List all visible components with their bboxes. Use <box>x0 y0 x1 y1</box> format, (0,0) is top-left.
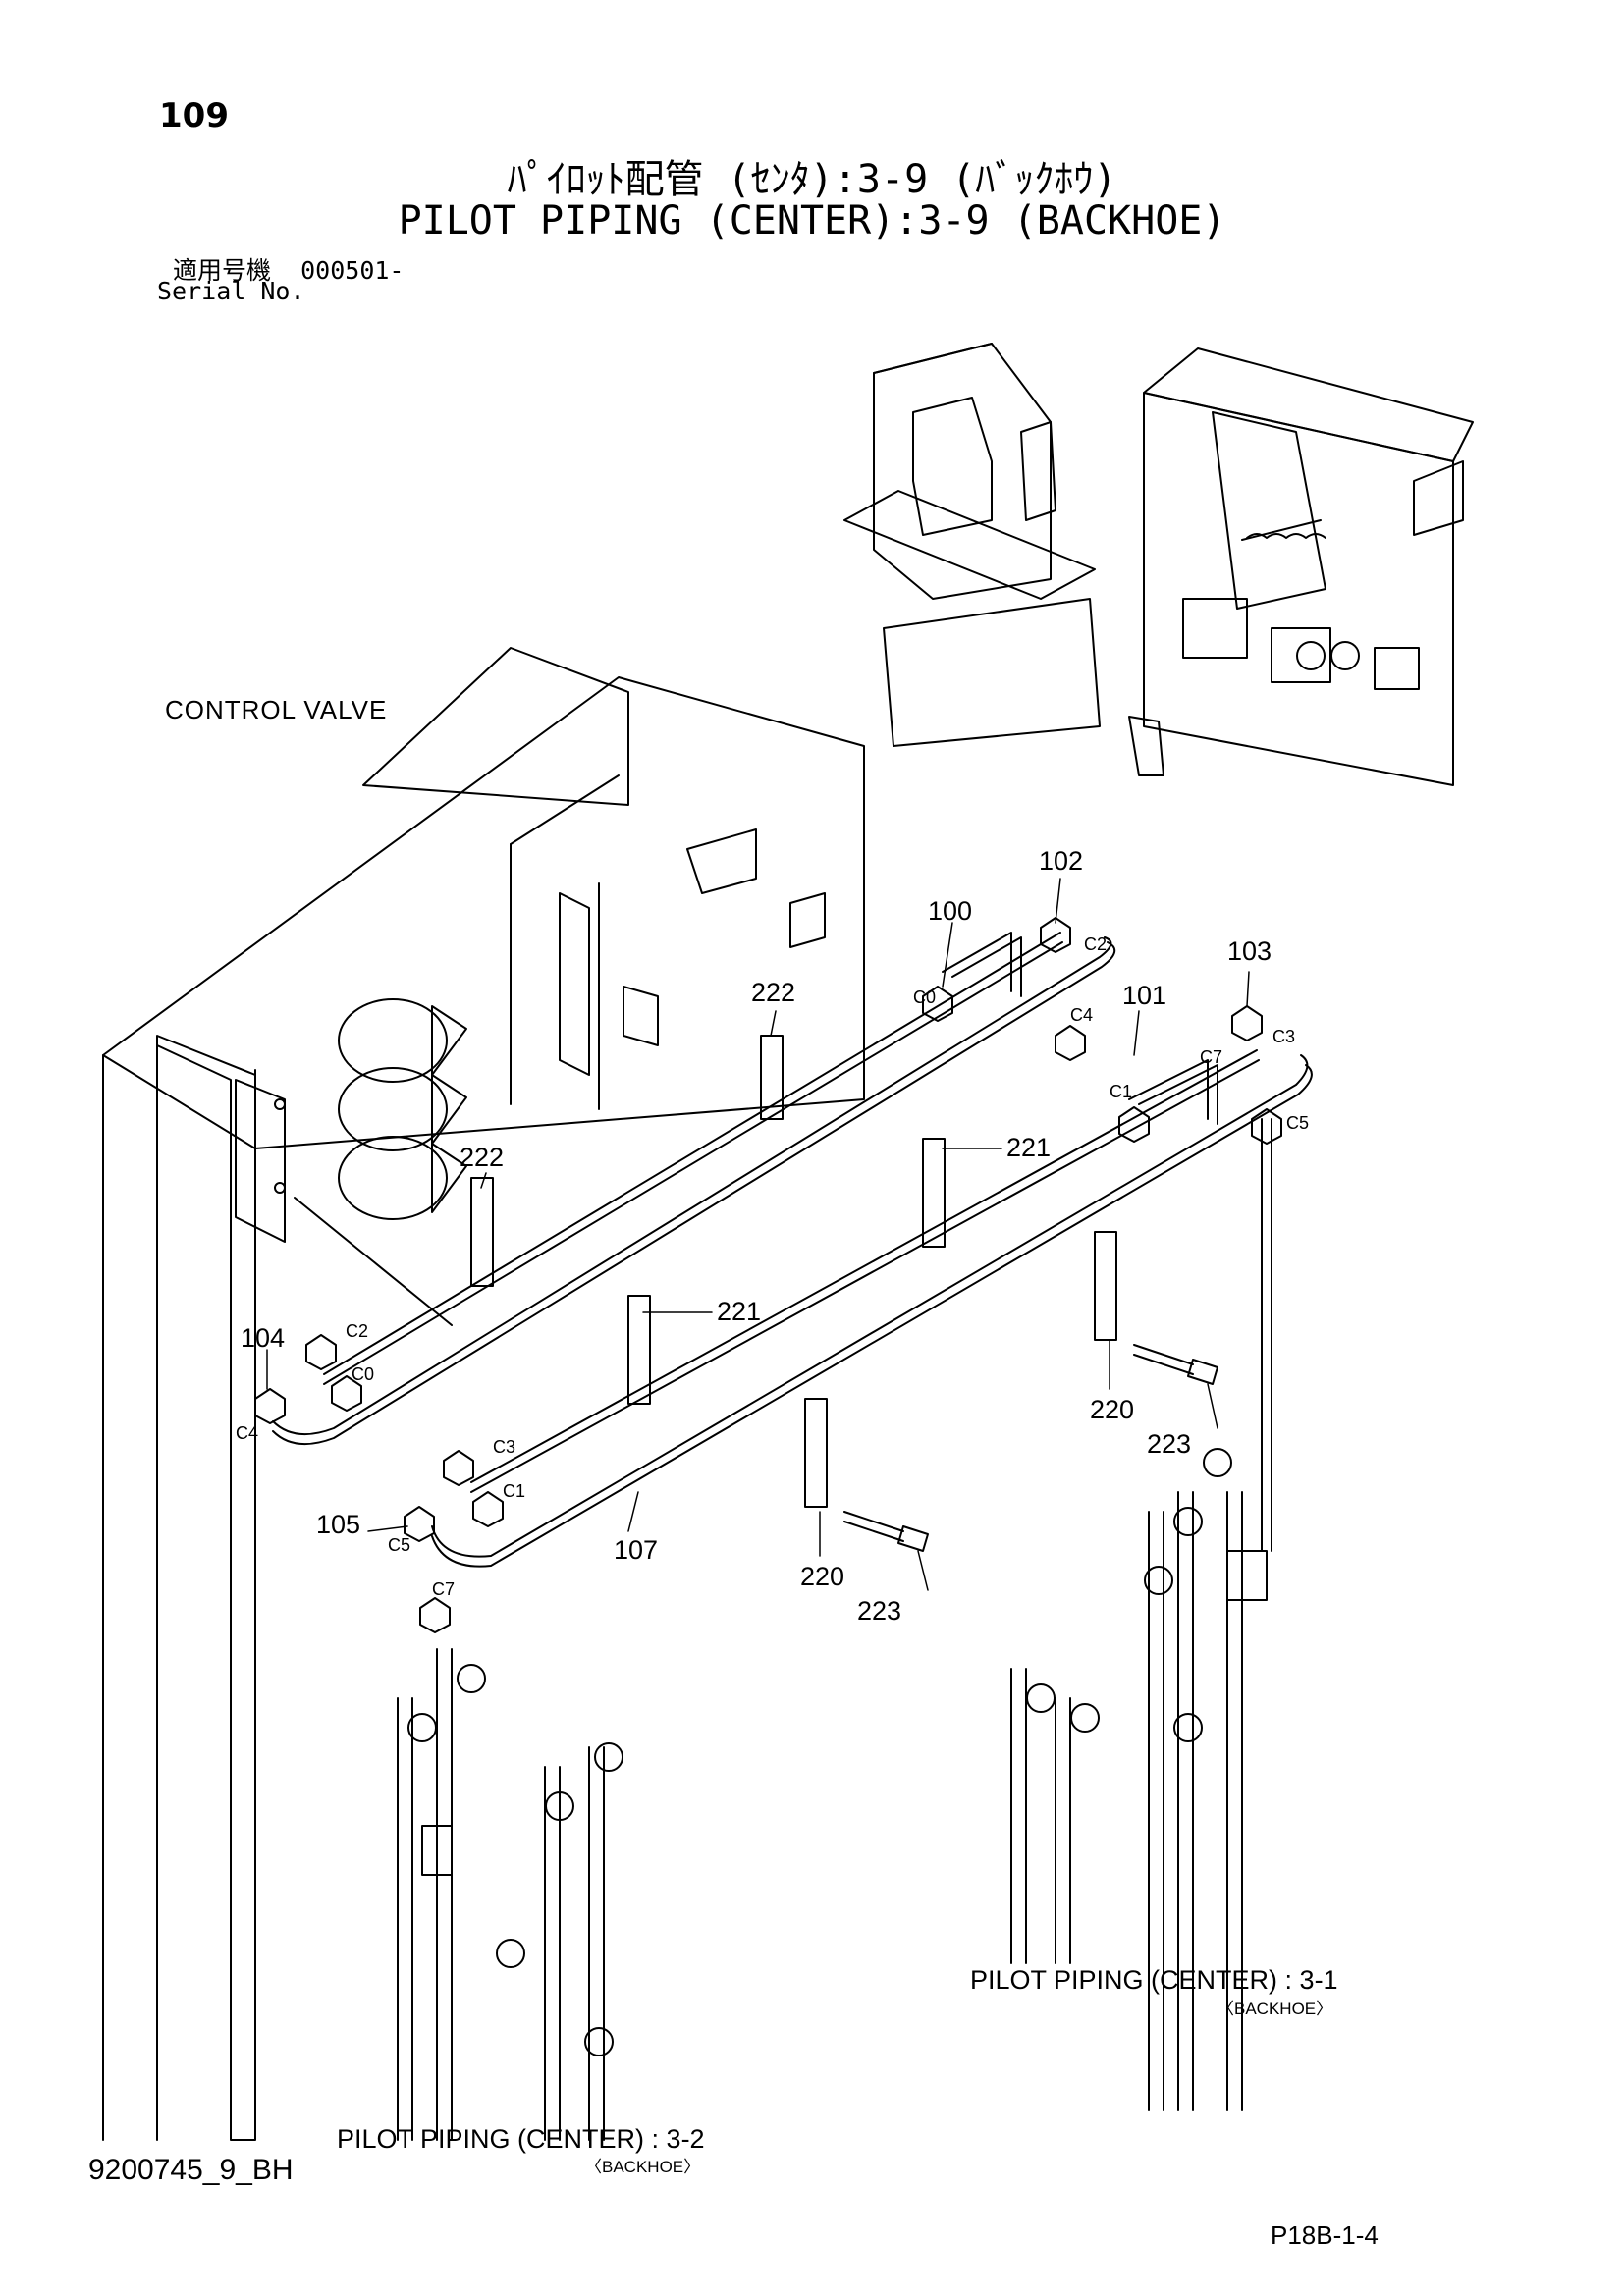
callout-100: 100 <box>928 896 972 926</box>
ref-piping-3-2-sub: 〈BACKHOE〉 <box>585 2158 700 2176</box>
callout-222-upper: 222 <box>751 978 795 1007</box>
callout-221-upper: 221 <box>1006 1133 1051 1162</box>
callout-101: 101 <box>1122 981 1166 1010</box>
port-c5-lower: C5 <box>388 1535 410 1555</box>
callout-220-right: 220 <box>1090 1395 1134 1424</box>
page-number: 109 <box>159 96 229 135</box>
callout-220-lower: 220 <box>800 1562 844 1591</box>
port-c2-upper: C2 <box>1084 934 1107 954</box>
port-c0-lower: C0 <box>352 1364 374 1384</box>
drawing-code: 9200745_9_BH <box>88 2154 294 2186</box>
port-c3-upper: C3 <box>1272 1027 1295 1046</box>
port-c2-lower: C2 <box>346 1321 368 1341</box>
port-c3-lower: C3 <box>493 1437 515 1457</box>
callout-223-lower: 223 <box>857 1596 901 1626</box>
serial-label-jp: 適用号機 <box>173 256 272 285</box>
title-japanese: ﾊﾟｲﾛｯﾄ配管 (ｾﾝﾀ):3-9 (ﾊﾞｯｸﾎｳ) <box>507 157 1117 202</box>
serial-line-jp: 適用号機 000501- <box>173 251 404 287</box>
ref-piping-3-1-sub: 〈BACKHOE〉 <box>1218 2000 1332 2018</box>
page-reference: P18B-1-4 <box>1271 2220 1379 2250</box>
callout-105: 105 <box>316 1510 360 1539</box>
ref-piping-3-1: PILOT PIPING (CENTER) : 3-1 <box>970 1965 1338 1995</box>
pipe-run-lower <box>431 1049 1313 1568</box>
port-c7-upper: C7 <box>1200 1047 1222 1067</box>
serial-value: 000501- <box>300 256 405 285</box>
ref-piping-3-2: PILOT PIPING (CENTER) : 3-2 <box>337 2124 705 2154</box>
callout-223-right: 223 <box>1147 1429 1191 1459</box>
port-c7-lower: C7 <box>432 1579 455 1599</box>
upper-machine-assembly <box>843 343 1474 786</box>
callout-104: 104 <box>241 1323 285 1353</box>
callout-102: 102 <box>1039 846 1083 876</box>
control-valve-body <box>102 647 865 2141</box>
port-c5-upper: C5 <box>1286 1113 1309 1133</box>
callout-103: 103 <box>1227 936 1272 966</box>
fittings <box>254 917 1282 1633</box>
pipe-run-upper <box>272 932 1116 1446</box>
hose-bundles <box>397 1448 1268 2141</box>
control-valve-label: CONTROL VALVE <box>165 695 388 724</box>
callout-107: 107 <box>614 1535 658 1565</box>
callout-222-lower: 222 <box>460 1143 504 1172</box>
leader-lines <box>266 878 1250 1591</box>
port-c1-upper: C1 <box>1110 1082 1132 1101</box>
serial-label-en: Serial No. <box>157 277 305 305</box>
clamps-and-brackets <box>470 1035 1218 1552</box>
title-english: PILOT PIPING (CENTER):3-9 (BACKHOE) <box>398 198 1226 243</box>
port-c0-upper: C0 <box>913 988 936 1007</box>
port-c4-upper: C4 <box>1070 1005 1093 1025</box>
port-c1-lower: C1 <box>503 1481 525 1501</box>
callout-221-lower: 221 <box>717 1297 761 1326</box>
port-c4-lower: C4 <box>236 1423 258 1443</box>
